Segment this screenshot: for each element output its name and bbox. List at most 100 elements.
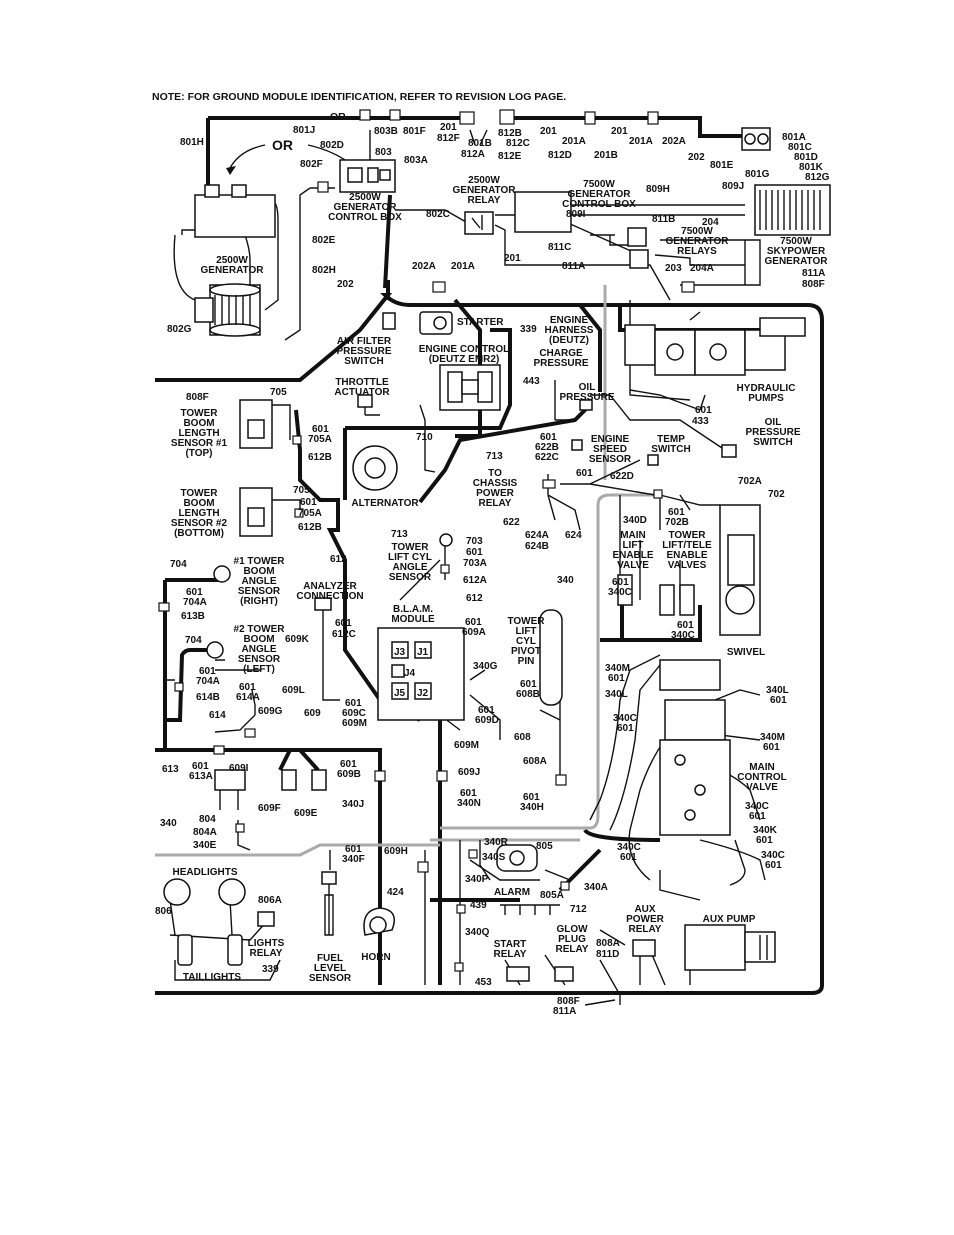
label-line: PRESSURE <box>533 358 588 369</box>
label-line: ANGLE <box>242 576 277 587</box>
port-j2: J2 <box>417 688 429 699</box>
horn <box>363 907 395 936</box>
label-line: OIL <box>765 417 782 428</box>
wire-label: 805A <box>540 890 564 901</box>
wire-label: 613B <box>181 611 205 622</box>
wire-label: 812F <box>437 133 460 144</box>
wire-label: 201A <box>629 136 653 147</box>
hydraulic-pumps <box>624 317 806 376</box>
wire-label: 608 <box>514 732 531 743</box>
or-label-large: OR <box>272 137 293 153</box>
wire-label: 705 <box>270 387 287 398</box>
wire-label: 808F <box>802 279 825 290</box>
wire-label: 802G <box>167 324 192 335</box>
label-line: OIL <box>579 382 596 393</box>
label-line: AUX <box>634 904 655 915</box>
aux-power-relay <box>632 939 656 957</box>
label-line: TOWER <box>507 616 545 627</box>
wire-label: 339 <box>262 964 279 975</box>
label-line: (DEUTZ) <box>549 335 589 346</box>
wire-label: 340A <box>584 882 608 893</box>
wire-label: 601 <box>460 788 477 799</box>
wire-label: 609K <box>285 634 310 645</box>
starter-label: STARTER <box>457 317 504 328</box>
wire-label: 609L <box>282 685 305 696</box>
label-line: START <box>494 939 527 950</box>
label-line: SKYPOWER <box>767 246 826 257</box>
label-line: SWITCH <box>651 444 690 455</box>
wire-label: 803B <box>374 126 398 137</box>
wire-label: 713 <box>486 451 503 462</box>
label-line: AIR FILTER <box>337 336 392 347</box>
wire-label: 443 <box>523 376 540 387</box>
wire-label: 705A <box>298 508 322 519</box>
wire-label: 601 <box>668 507 685 518</box>
label-line: PRESSURE <box>745 427 800 438</box>
label-line: LIGHTS <box>248 938 285 949</box>
wire-label: 201 <box>611 126 628 137</box>
wire-label: 811A <box>802 268 825 279</box>
wire-label: 614 <box>209 710 226 721</box>
oil-pressure-switch <box>721 444 737 458</box>
label-line: ENGINE CONTROL <box>419 344 510 355</box>
wire-label: 340 <box>557 575 574 586</box>
label-line: HYDRAULIC <box>737 383 796 394</box>
wire-label: 340L <box>605 689 628 700</box>
wire-label: 609M <box>454 740 479 751</box>
label-line: AUX PUMP <box>703 914 756 925</box>
label-line: RELAY <box>494 949 527 960</box>
port-j1: J1 <box>417 647 429 658</box>
wire-label: 803 <box>375 147 392 158</box>
label-line: SENSOR <box>238 654 281 665</box>
label-line: SENSOR <box>389 572 432 583</box>
label-line: THROTTLE <box>335 377 389 388</box>
wire-label: 811B <box>652 214 675 225</box>
label-line: (DEUTZ EMR2) <box>429 354 500 365</box>
label-line: LIFT/TELE <box>662 540 712 551</box>
wire-label: 601 <box>749 811 766 822</box>
wire-label: 812A <box>461 149 485 160</box>
aux-pump-label: AUX PUMP <box>703 914 756 925</box>
wire-label: 802F <box>300 159 323 170</box>
wire-label: 801C <box>788 142 812 153</box>
wire-label: 201B <box>594 150 618 161</box>
tower-lift-cyl-pivot-pin <box>539 609 563 706</box>
wire-label: 202 <box>337 279 354 290</box>
wire-label: 340C <box>761 850 785 861</box>
wire-label: 201A <box>562 136 586 147</box>
label-line: (RIGHT) <box>240 596 278 607</box>
or-arrow-left <box>229 144 266 169</box>
engine-control-module <box>439 364 501 411</box>
aux-pump <box>684 924 776 971</box>
wire-label: 704A <box>196 676 220 687</box>
connector-blocks <box>214 769 327 791</box>
label-line: RELAY <box>468 195 501 206</box>
label-line: ALARM <box>494 887 530 898</box>
wire-label: 340C <box>745 801 769 812</box>
label-line: STARTER <box>457 317 504 328</box>
gen2500-relay-box <box>194 184 276 238</box>
label-line: ACTUATOR <box>334 387 390 398</box>
taillights <box>177 934 243 966</box>
label-line: GENERATOR <box>666 236 730 247</box>
wire-label: 439 <box>470 900 487 911</box>
wire-label: 809H <box>646 184 670 195</box>
label-line: HEADLIGHTS <box>173 867 238 878</box>
alternator-label: ALTERNATOR <box>351 498 419 509</box>
wire-label: 612B <box>298 522 322 533</box>
label-line: RELAY <box>556 944 589 955</box>
wire-label: 601 <box>612 577 629 588</box>
wire-label: 612A <box>463 575 487 586</box>
wire-label: 340 <box>160 818 177 829</box>
wire-label: 702A <box>738 476 762 487</box>
label-line: TEMP <box>657 434 685 445</box>
label-line: LIFT CYL <box>388 552 432 563</box>
